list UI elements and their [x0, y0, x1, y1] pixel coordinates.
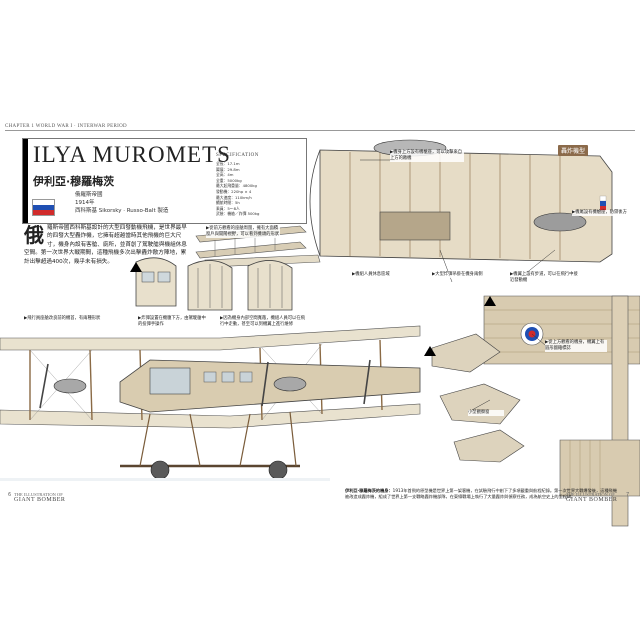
footer-right-big: GIANT BOMBER — [566, 497, 618, 503]
origin-info: 俄羅斯帝國 1914年 西科斯基 Sikorsky · Russo-Balt 製… — [75, 191, 168, 215]
spec-row: 乘員：5～8人 — [216, 205, 240, 211]
footer-left-big: GIANT BOMBER — [14, 497, 66, 503]
note-drop-mechanism: ▶炸彈設置在機腹下方，由駕駛艙中的投彈手操作 — [138, 316, 210, 329]
spec-row: 最大起飛重量：4800kg — [216, 183, 257, 189]
spec-row: 全重：5000kg — [216, 177, 242, 183]
note-engine-access: ▶機翼上設有步道，可以在飛行中接近發動機 — [510, 272, 580, 285]
russian-flag-icon — [32, 199, 55, 216]
section-markers — [130, 262, 496, 356]
title-bar-accent — [23, 139, 28, 223]
note-interior: ▶因為機身內部空間寬敞，機組人員可以在飛行中走動，甚至可以到機翼上進行維修 — [220, 316, 306, 329]
intro-dropcap: 俄 — [24, 223, 44, 247]
note-crew-rest: ▶機組人員休息區域 — [352, 272, 422, 279]
title-english: ILYA MUROMETS — [33, 142, 231, 167]
caption-body: 1913年首飛的原型機是世界上第一架客機，在試驗飛行中創下了多項載重與航程紀錄。… — [345, 488, 617, 500]
footer-right-small: THE ILLUSTRATION OF — [566, 492, 615, 497]
spec-row: 武裝：機槍／炸彈 500kg — [216, 211, 260, 217]
note-first-shape: ▶飛行員座艙改良前的機首，有兩種形狀 — [24, 316, 116, 323]
intro-paragraph: 俄 羅斯帝國西科斯基設計的大型四發動機飛機，是世界最早的四發大型轟炸機，它擁有超… — [24, 224, 189, 266]
origin-credit: 西科斯基 Sikorsky · Russo-Balt 製造 — [75, 208, 169, 214]
cockpit-views — [135, 257, 293, 311]
intro-body: 羅斯帝國西科斯基設計的大型四發動機飛機，是世界最早的四發大型轟炸機，它擁有超越當… — [24, 225, 187, 265]
chapter-header: CHAPTER 1 WORLD WAR I · INTERWAR PERIOD — [5, 124, 127, 129]
caption-lead: 伊利亞·穆羅梅茨的機身： — [345, 488, 393, 493]
origin-country: 俄羅斯帝國 — [75, 192, 103, 198]
footer-left: THE ILLUSTRATION OF GIANT BOMBER — [14, 492, 65, 503]
page-number-left: 6 — [8, 492, 12, 498]
spec-row: 翼展：29.8m — [216, 166, 240, 172]
footer-right: THE ILLUSTRATION OF GIANT BOMBER — [566, 492, 617, 503]
note-cockpit-view: ▶從前方觀看的座艙周圍，擁有大面積窗戶與開闊視野，可以看到機頭的形狀 — [206, 226, 280, 239]
spec-row: 發動機：220hp × 4 — [216, 188, 252, 194]
spec-list: 全長：17.1m 翼展：29.8m 全高：4m 全重：5000kg 最大起飛重量… — [216, 161, 302, 217]
footer-left-small: THE ILLUSTRATION OF — [14, 492, 63, 497]
note-bomb-load: ▶大型炸彈吊掛在機身兩側 — [432, 272, 500, 279]
title-box: ILYA MUROMETS 伊利亞·穆羅梅茨 俄羅斯帝國 1914年 西科斯基 … — [22, 138, 307, 224]
bomber-type-badge: 轟炸機型 — [558, 145, 589, 156]
note-top-view: ▶從上方觀看的機身，機翼上有圓形國籍標誌 — [545, 340, 607, 353]
note-small-window: 小型觀察窗 — [468, 410, 504, 417]
spec-row: 最大速度：110km/h — [216, 194, 252, 200]
title-chinese: 伊利亞·穆羅梅茨 — [33, 175, 115, 188]
note-gunner-rear: ▶機尾設有機槍座，防禦後方 — [572, 210, 632, 217]
note-upper-gun: ▶機身上方設有機槍座，可以攻擊來自上方的敵機 — [390, 150, 464, 163]
page-number-right: 7 — [626, 492, 630, 498]
spec-row: 續航時間：5h — [216, 200, 240, 206]
header-rule — [5, 130, 635, 131]
fuselage-caption: 伊利亞·穆羅梅茨的機身：1913年首飛的原型機是世界上第一架客機，在試驗飛行中創… — [345, 488, 621, 501]
spec-row: 全高：4m — [216, 172, 234, 178]
spec-heading: SPECIFICATION — [216, 153, 259, 158]
main-side-view — [0, 325, 421, 481]
origin-year: 1914年 — [75, 200, 95, 206]
spec-row: 全長：17.1m — [216, 161, 240, 166]
